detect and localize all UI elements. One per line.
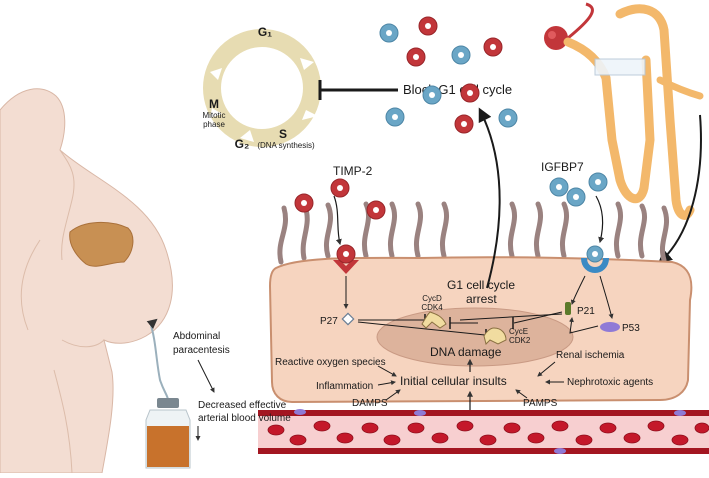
cycle-label-m-sub1: Mitotic <box>202 111 225 120</box>
igfbp7-molecules <box>549 172 608 207</box>
cycle-label-g1: G₁ <box>258 25 272 39</box>
pamps-label: PAMPS <box>523 398 558 409</box>
cycle-label-m: M <box>209 97 219 111</box>
kidney-to-cell-arrow <box>657 114 702 264</box>
cycle-label-m-sub2: phase <box>203 120 225 129</box>
timp2-receptor-icon <box>333 244 359 274</box>
block-g1-label: Block G1 cell cycle <box>403 82 512 97</box>
timp2-label: TIMP-2 <box>333 164 373 178</box>
cycle-label-g2: G₂ <box>235 137 250 151</box>
cycd-cdk4-complex-icon <box>421 311 447 329</box>
biomarker-molecules-top <box>379 16 518 134</box>
p53-label: P53 <box>622 323 640 334</box>
cyce-label: CycE <box>509 327 528 336</box>
dna-damage-label: DNA damage <box>430 345 502 359</box>
damps-label: DAMPS <box>352 398 388 409</box>
g1-arrest-label-2: arrest <box>466 292 497 306</box>
cycle-label-s-sub: (DNA synthesis) <box>257 141 315 150</box>
microvilli <box>277 201 670 265</box>
cell-cycle-ring <box>203 29 321 147</box>
patient-body-illustration <box>0 88 173 474</box>
g1-arrest-label-1: G1 cell cycle <box>447 278 515 292</box>
initial-insults-label: Initial cellular insults <box>400 374 507 388</box>
timp2-molecules <box>294 178 386 220</box>
ros-label: Reactive oxygen species <box>275 357 386 368</box>
blood-vessel <box>258 409 709 454</box>
cycd-label: CycD <box>422 294 442 303</box>
cycle-label-s: S <box>279 127 287 141</box>
ascites-bottle-icon <box>145 398 191 469</box>
nephrotoxic-label: Nephrotoxic agents <box>567 377 653 388</box>
p21-label: P21 <box>577 306 595 317</box>
p27-label: P27 <box>320 316 338 327</box>
igfbp7-label: IGFBP7 <box>541 160 584 174</box>
cdk2-label: CDK2 <box>509 336 531 345</box>
p53-icon <box>600 322 620 332</box>
p27-icon <box>341 312 355 326</box>
liver-icon <box>69 221 134 267</box>
nephron-illustration <box>544 2 704 220</box>
igfbp7-receptor-icon <box>581 245 609 273</box>
decreased-label-2: arterial blood volume <box>198 413 291 424</box>
paracentesis-label-2: paracentesis <box>173 345 230 356</box>
inflammation-label: Inflammation <box>316 381 373 392</box>
p21-icon <box>565 302 571 315</box>
decreased-label-1: Decreased effective <box>198 400 287 411</box>
renal-ischemia-label: Renal ischemia <box>556 350 625 361</box>
cyce-cdk2-complex-icon <box>483 327 507 345</box>
paracentesis-label-1: Abdominal <box>173 331 220 342</box>
arrest-to-block-arrow <box>478 107 501 289</box>
cdk4-label: CDK4 <box>421 303 443 312</box>
